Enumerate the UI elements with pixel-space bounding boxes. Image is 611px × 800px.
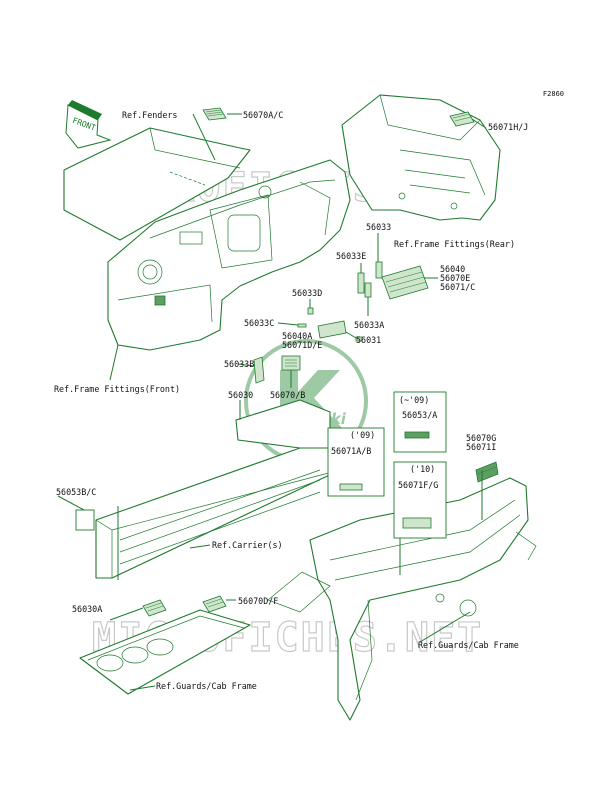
decal-56070df <box>202 595 227 613</box>
decal-56033e <box>357 272 365 294</box>
decal-56033 <box>375 261 383 279</box>
ref-frame-fittings-front: Ref.Frame Fittings(Front) <box>54 384 180 394</box>
rear-frame-fitting-part <box>341 94 501 221</box>
year-note-upto09: (~'09) <box>399 395 429 405</box>
year-box-upto09 <box>393 391 447 453</box>
part-56071c: 56071/C <box>440 282 475 292</box>
decal-56040a <box>317 320 347 339</box>
part-56033: 56033 <box>366 222 391 232</box>
part-56071ab: 56071A/B <box>331 446 371 456</box>
ref-guards-cab-frame-right: Ref.Guards/Cab Frame <box>418 640 519 650</box>
year-box-10 <box>393 461 447 539</box>
ref-carrier: Ref.Carrier(s) <box>212 540 283 550</box>
decal-56070ac <box>202 107 227 121</box>
part-56071de: 56071D/E <box>282 340 322 350</box>
part-56033a: 56033A <box>354 320 384 330</box>
part-56040: 56040 <box>440 264 465 274</box>
part-56053a: 56053/A <box>402 410 437 420</box>
part-56033e: 56033E <box>336 251 366 261</box>
ref-frame-fittings-rear: Ref.Frame Fittings(Rear) <box>394 239 515 249</box>
decal-56033a <box>364 282 372 298</box>
part-56070g: 56070G <box>466 433 496 443</box>
decal-56031 <box>355 336 363 342</box>
part-56071hj: 56071H/J <box>488 122 528 132</box>
decal-56033c <box>297 323 307 328</box>
cab-frame-part <box>267 477 537 721</box>
part-56070e: 56070E <box>440 273 470 283</box>
part-56030: 56030 <box>228 390 253 400</box>
decal-56071hj <box>449 111 475 127</box>
part-56071i: 56071I <box>466 442 496 452</box>
decal-56033d <box>307 307 314 315</box>
decal-56040-plate <box>381 265 429 300</box>
rear-fender-part <box>63 127 251 241</box>
decal-56070g <box>475 461 499 483</box>
part-56033b: 56033B <box>224 359 254 369</box>
front-arrow-icon: FRONT <box>65 100 112 149</box>
part-56033d: 56033D <box>292 288 322 298</box>
bottom-guard-part <box>79 609 251 695</box>
decal-56053bc <box>75 509 95 531</box>
part-56031: 56031 <box>356 335 381 345</box>
diagram-code: F2860 <box>543 90 564 98</box>
year-note-09: ('09) <box>350 430 375 440</box>
part-56030a: 56030A <box>72 604 102 614</box>
dashboard-part <box>107 159 351 351</box>
leader-lines <box>57 113 487 691</box>
part-56070b: 56070/B <box>270 390 305 400</box>
part-56070df: 56070D/F <box>238 596 278 606</box>
decal-56033b <box>253 356 265 384</box>
part-56053bc: 56053B/C <box>56 487 96 497</box>
ref-fenders: Ref.Fenders <box>122 110 177 120</box>
year-note-10: ('10) <box>410 464 435 474</box>
part-56040a: 56040A <box>282 331 312 341</box>
ref-guards-cab-frame-bottom: Ref.Guards/Cab Frame <box>156 681 257 691</box>
carrier-part <box>95 399 341 579</box>
decal-56030a <box>142 599 167 617</box>
part-56070ac: 56070A/C <box>243 110 283 120</box>
part-56071fg: 56071F/G <box>398 480 438 490</box>
part-56033c: 56033C <box>244 318 274 328</box>
decal-56070b <box>281 355 301 371</box>
year-box-09 <box>327 427 385 497</box>
